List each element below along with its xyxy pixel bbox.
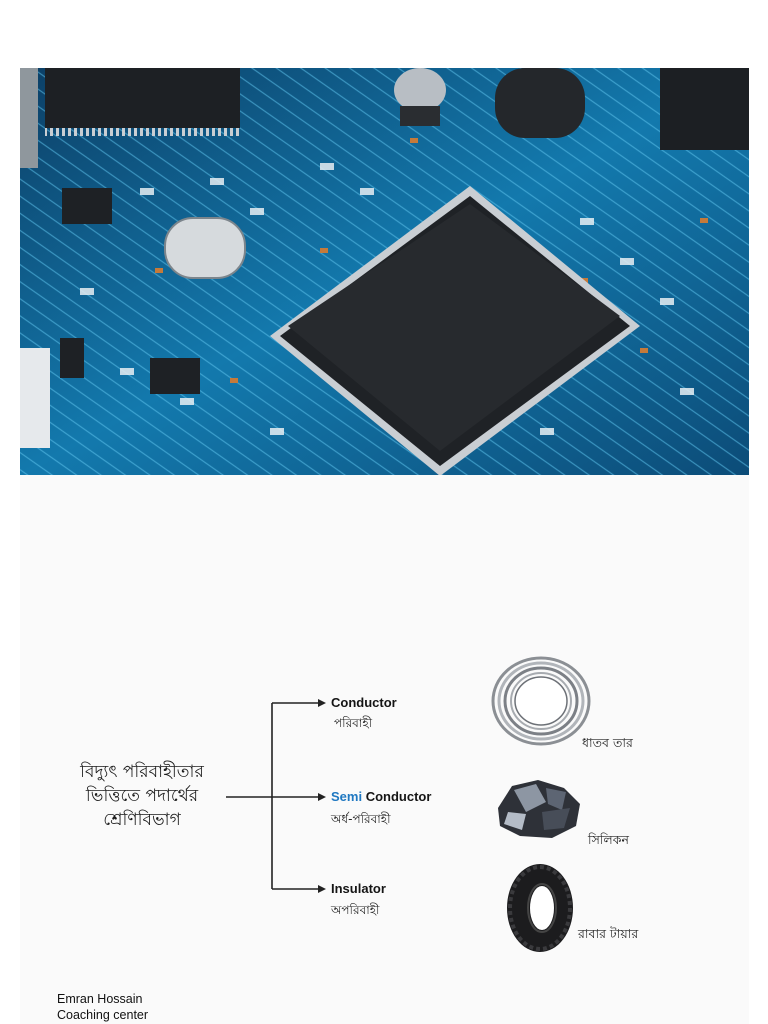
metal-wire-coil-image: [490, 655, 592, 751]
semiconductor-example-label: সিলিকন: [588, 832, 629, 847]
classification-title: বিদ্যুৎ পরিবাহীতার ভিত্তিতে পদার্থের শ্র…: [52, 760, 232, 832]
branch-insulator-title: Insulator: [331, 881, 386, 896]
author-name: Emran Hossain: [57, 992, 143, 1006]
branch-semiconductor-title: Semi Conductor: [331, 789, 431, 804]
branch-conductor-subtitle: পরিবাহী: [334, 716, 373, 730]
branch-insulator-subtitle: অপরিবাহী: [331, 903, 380, 917]
author-organization: Coaching center: [57, 1008, 149, 1022]
silicon-rock-image: [492, 778, 584, 844]
conductor-example-label: ধাতব তার: [582, 735, 633, 750]
title-line-2: ভিত্তিতে পদার্থের: [85, 786, 199, 806]
insulator-example-label: রাবার টায়ার: [578, 926, 639, 941]
branch-conductor-title: Conductor: [331, 695, 397, 710]
circuit-board-image: [20, 68, 749, 475]
title-line-3: শ্রেণিবিভাগ: [103, 810, 181, 830]
branch-semiconductor-subtitle: অর্ধ-পরিবাহী: [331, 812, 391, 826]
author-credit: Emran Hossain Coaching center: [57, 991, 148, 1023]
title-line-1: বিদ্যুৎ পরিবাহীতার: [80, 762, 204, 782]
rubber-tire-image: [505, 862, 575, 958]
semi-accent: Semi: [331, 789, 363, 804]
semi-rest: Conductor: [365, 789, 432, 804]
